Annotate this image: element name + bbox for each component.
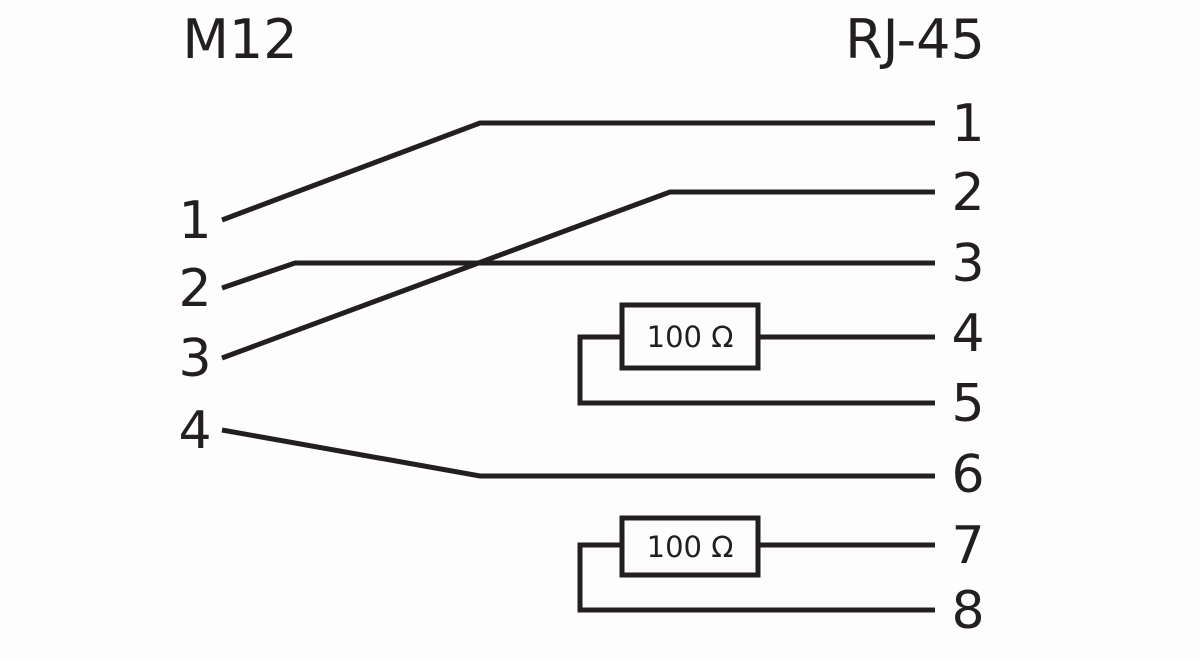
right-pin-label-2: 2 — [951, 163, 984, 223]
right-pin-label-7: 7 — [951, 516, 984, 576]
wire-group — [221, 120, 935, 479]
resistor-2-body — [619, 515, 761, 578]
right-pin-label-3: 3 — [951, 234, 984, 294]
right-pin-label-5: 5 — [951, 374, 984, 434]
right-pin-label-8: 8 — [951, 581, 984, 641]
resistor-2-group: 100 Ω — [577, 515, 935, 613]
right-pin-label-1: 1 — [951, 94, 984, 154]
wire-m12-3-to-rj45-2 — [221, 189, 935, 361]
resistor-2-lead-left — [577, 542, 935, 613]
right-connector-title: RJ-45 — [845, 8, 985, 71]
left-pin-labels: 1 2 3 4 — [178, 191, 211, 461]
resistor-1-value-label: 100 Ω — [647, 320, 734, 354]
resistor-1-lead-left — [577, 334, 935, 406]
right-pin-label-4: 4 — [951, 304, 984, 364]
wire-m12-2-to-rj45-3 — [221, 260, 935, 291]
resistor-1-group: 100 Ω — [577, 302, 935, 406]
left-pin-label-1: 1 — [178, 191, 211, 251]
right-pin-labels: 1 2 3 4 5 6 7 8 — [951, 94, 984, 641]
left-pin-label-3: 3 — [178, 329, 211, 389]
left-connector-title: M12 — [182, 8, 297, 71]
left-pin-label-4: 4 — [178, 401, 211, 461]
resistor-2-value-label: 100 Ω — [647, 530, 734, 564]
wire-m12-4-to-rj45-6 — [221, 427, 935, 479]
left-pin-label-2: 2 — [178, 259, 211, 319]
resistor-1-body — [619, 302, 761, 371]
right-pin-label-6: 6 — [951, 445, 984, 505]
wire-m12-1-to-rj45-1 — [221, 120, 935, 223]
